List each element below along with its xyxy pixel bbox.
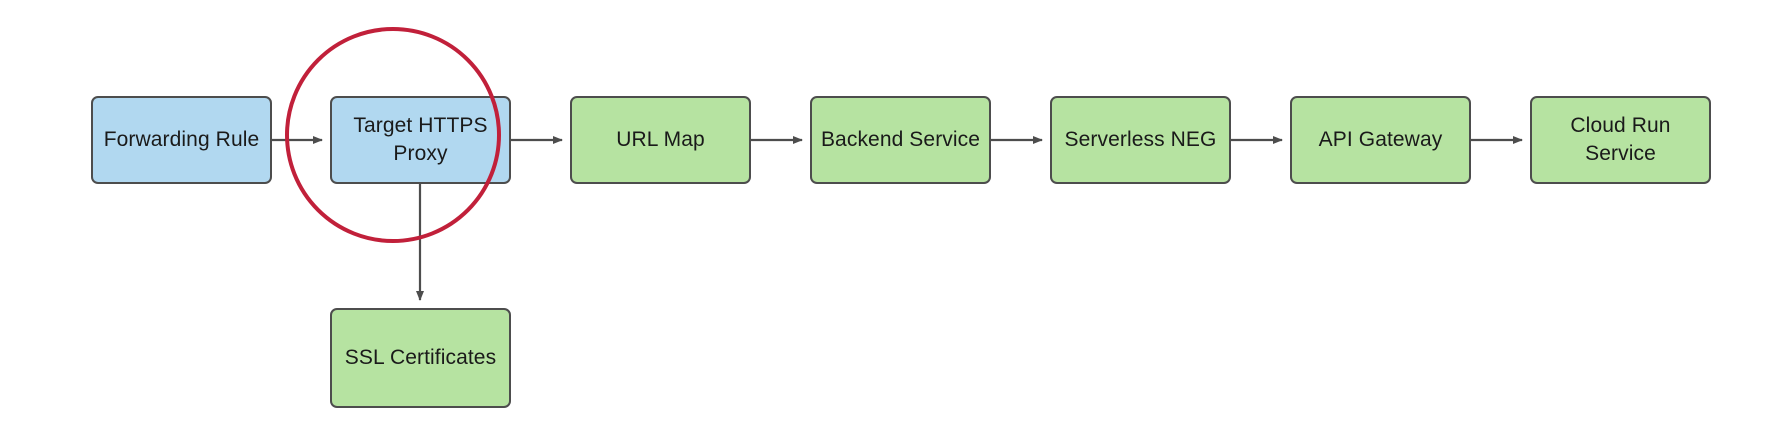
node-forwarding-rule[interactable]: Forwarding Rule xyxy=(91,96,272,184)
node-label-forwarding-rule: Forwarding Rule xyxy=(103,128,260,151)
node-url-map[interactable]: URL Map xyxy=(570,96,751,184)
node-label-api-gateway: API Gateway xyxy=(1318,128,1443,151)
node-label-backend-service: Backend Service xyxy=(820,128,981,151)
node-backend-service[interactable]: Backend Service xyxy=(810,96,991,184)
node-api-gateway[interactable]: API Gateway xyxy=(1290,96,1471,184)
node-label-serverless-neg: Serverless NEG xyxy=(1064,128,1217,151)
node-serverless-neg[interactable]: Serverless NEG xyxy=(1050,96,1231,184)
node-ssl-certificates[interactable]: SSL Certificates xyxy=(330,308,511,408)
node-cloud-run-service[interactable]: Cloud Run Service xyxy=(1530,96,1711,184)
node-label-ssl-certificates: SSL Certificates xyxy=(344,346,497,369)
node-label-cloud-run-service: Cloud Run Service xyxy=(1570,114,1671,165)
node-label-url-map: URL Map xyxy=(616,128,705,151)
highlight-circle-target-https-proxy xyxy=(285,27,501,243)
